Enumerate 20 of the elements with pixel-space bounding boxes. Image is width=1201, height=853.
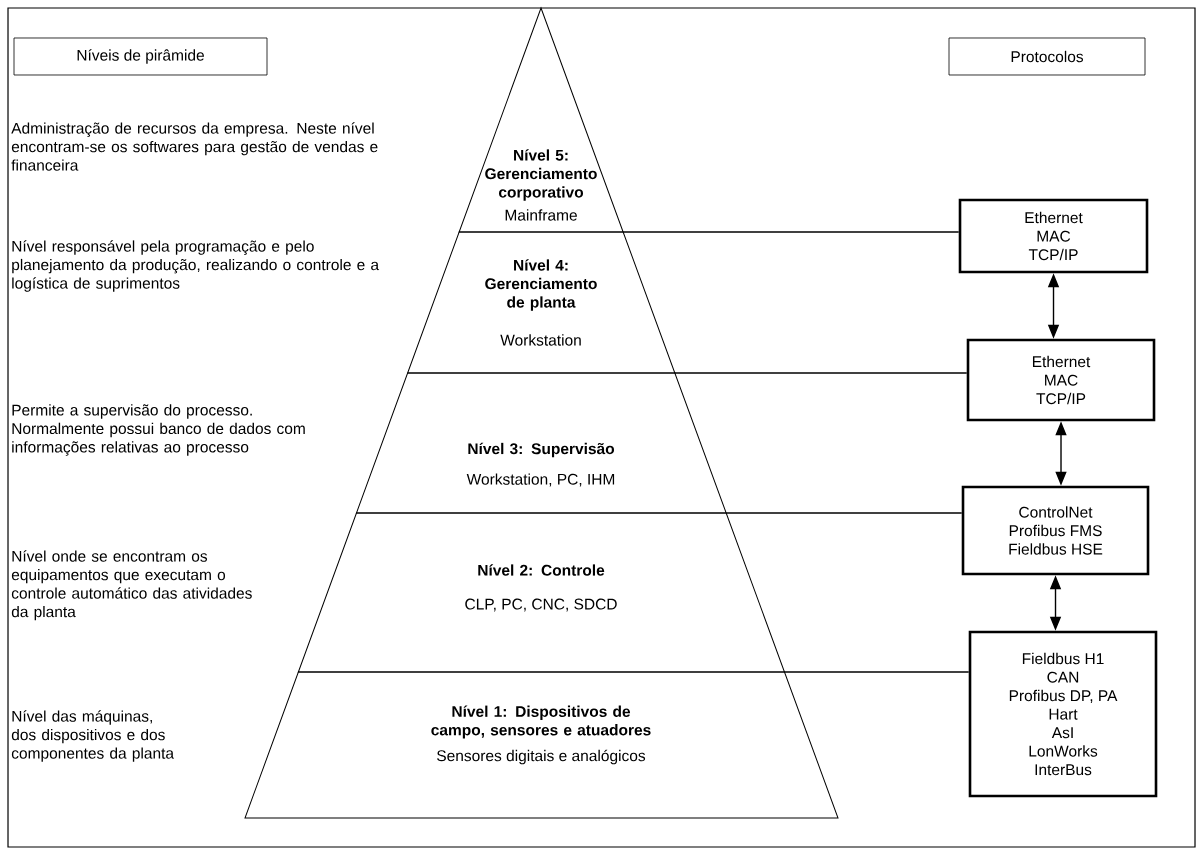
connector-line xyxy=(622,231,960,233)
level-devices: Workstation xyxy=(500,334,581,346)
heading-box: Protocolos xyxy=(948,37,1146,76)
level-devices: Mainframe xyxy=(505,209,577,221)
level-description: Permite a supervisão do processo. Normalmente possui banco de dados com informações relativas ao processo xyxy=(12,404,305,456)
protocol-box: ControlNet Profibus FMS Fieldbus HSE xyxy=(961,485,1150,576)
level-devices: Workstation, PC, IHM xyxy=(466,473,615,487)
connector-line xyxy=(783,671,970,673)
level-description: Administração de recursos da empresa. Neste nível encontram-se os softwares para gestão de vendas e financeira xyxy=(11,122,378,171)
level-devices: CLP, PC, CNC, SDCD xyxy=(465,598,617,612)
level-devices: Sensores digitais e analógicos xyxy=(437,749,646,765)
level-description: Nível onde se encontram os equipamentos que executam o controle automático das atividades da planta xyxy=(11,550,252,621)
protocol-box: Fieldbus H1 CAN Profibus DP, PA Hart AsI LonWorks InterBus xyxy=(968,630,1158,798)
protocol-box: Ethernet MAC TCP/IP xyxy=(958,198,1149,274)
connector-line xyxy=(725,512,963,514)
protocol-box: Ethernet MAC TCP/IP xyxy=(966,338,1156,422)
level-description: Nível responsável pela programação e pelo planejamento da produção, realizando o controle e a logística de suprimentos xyxy=(12,240,380,292)
level-description: Nível das máquinas, dos dispositivos e dos componentes da planta xyxy=(11,710,175,762)
connector-line xyxy=(674,372,968,374)
heading-box: Níveis de pirâmide xyxy=(13,37,268,76)
